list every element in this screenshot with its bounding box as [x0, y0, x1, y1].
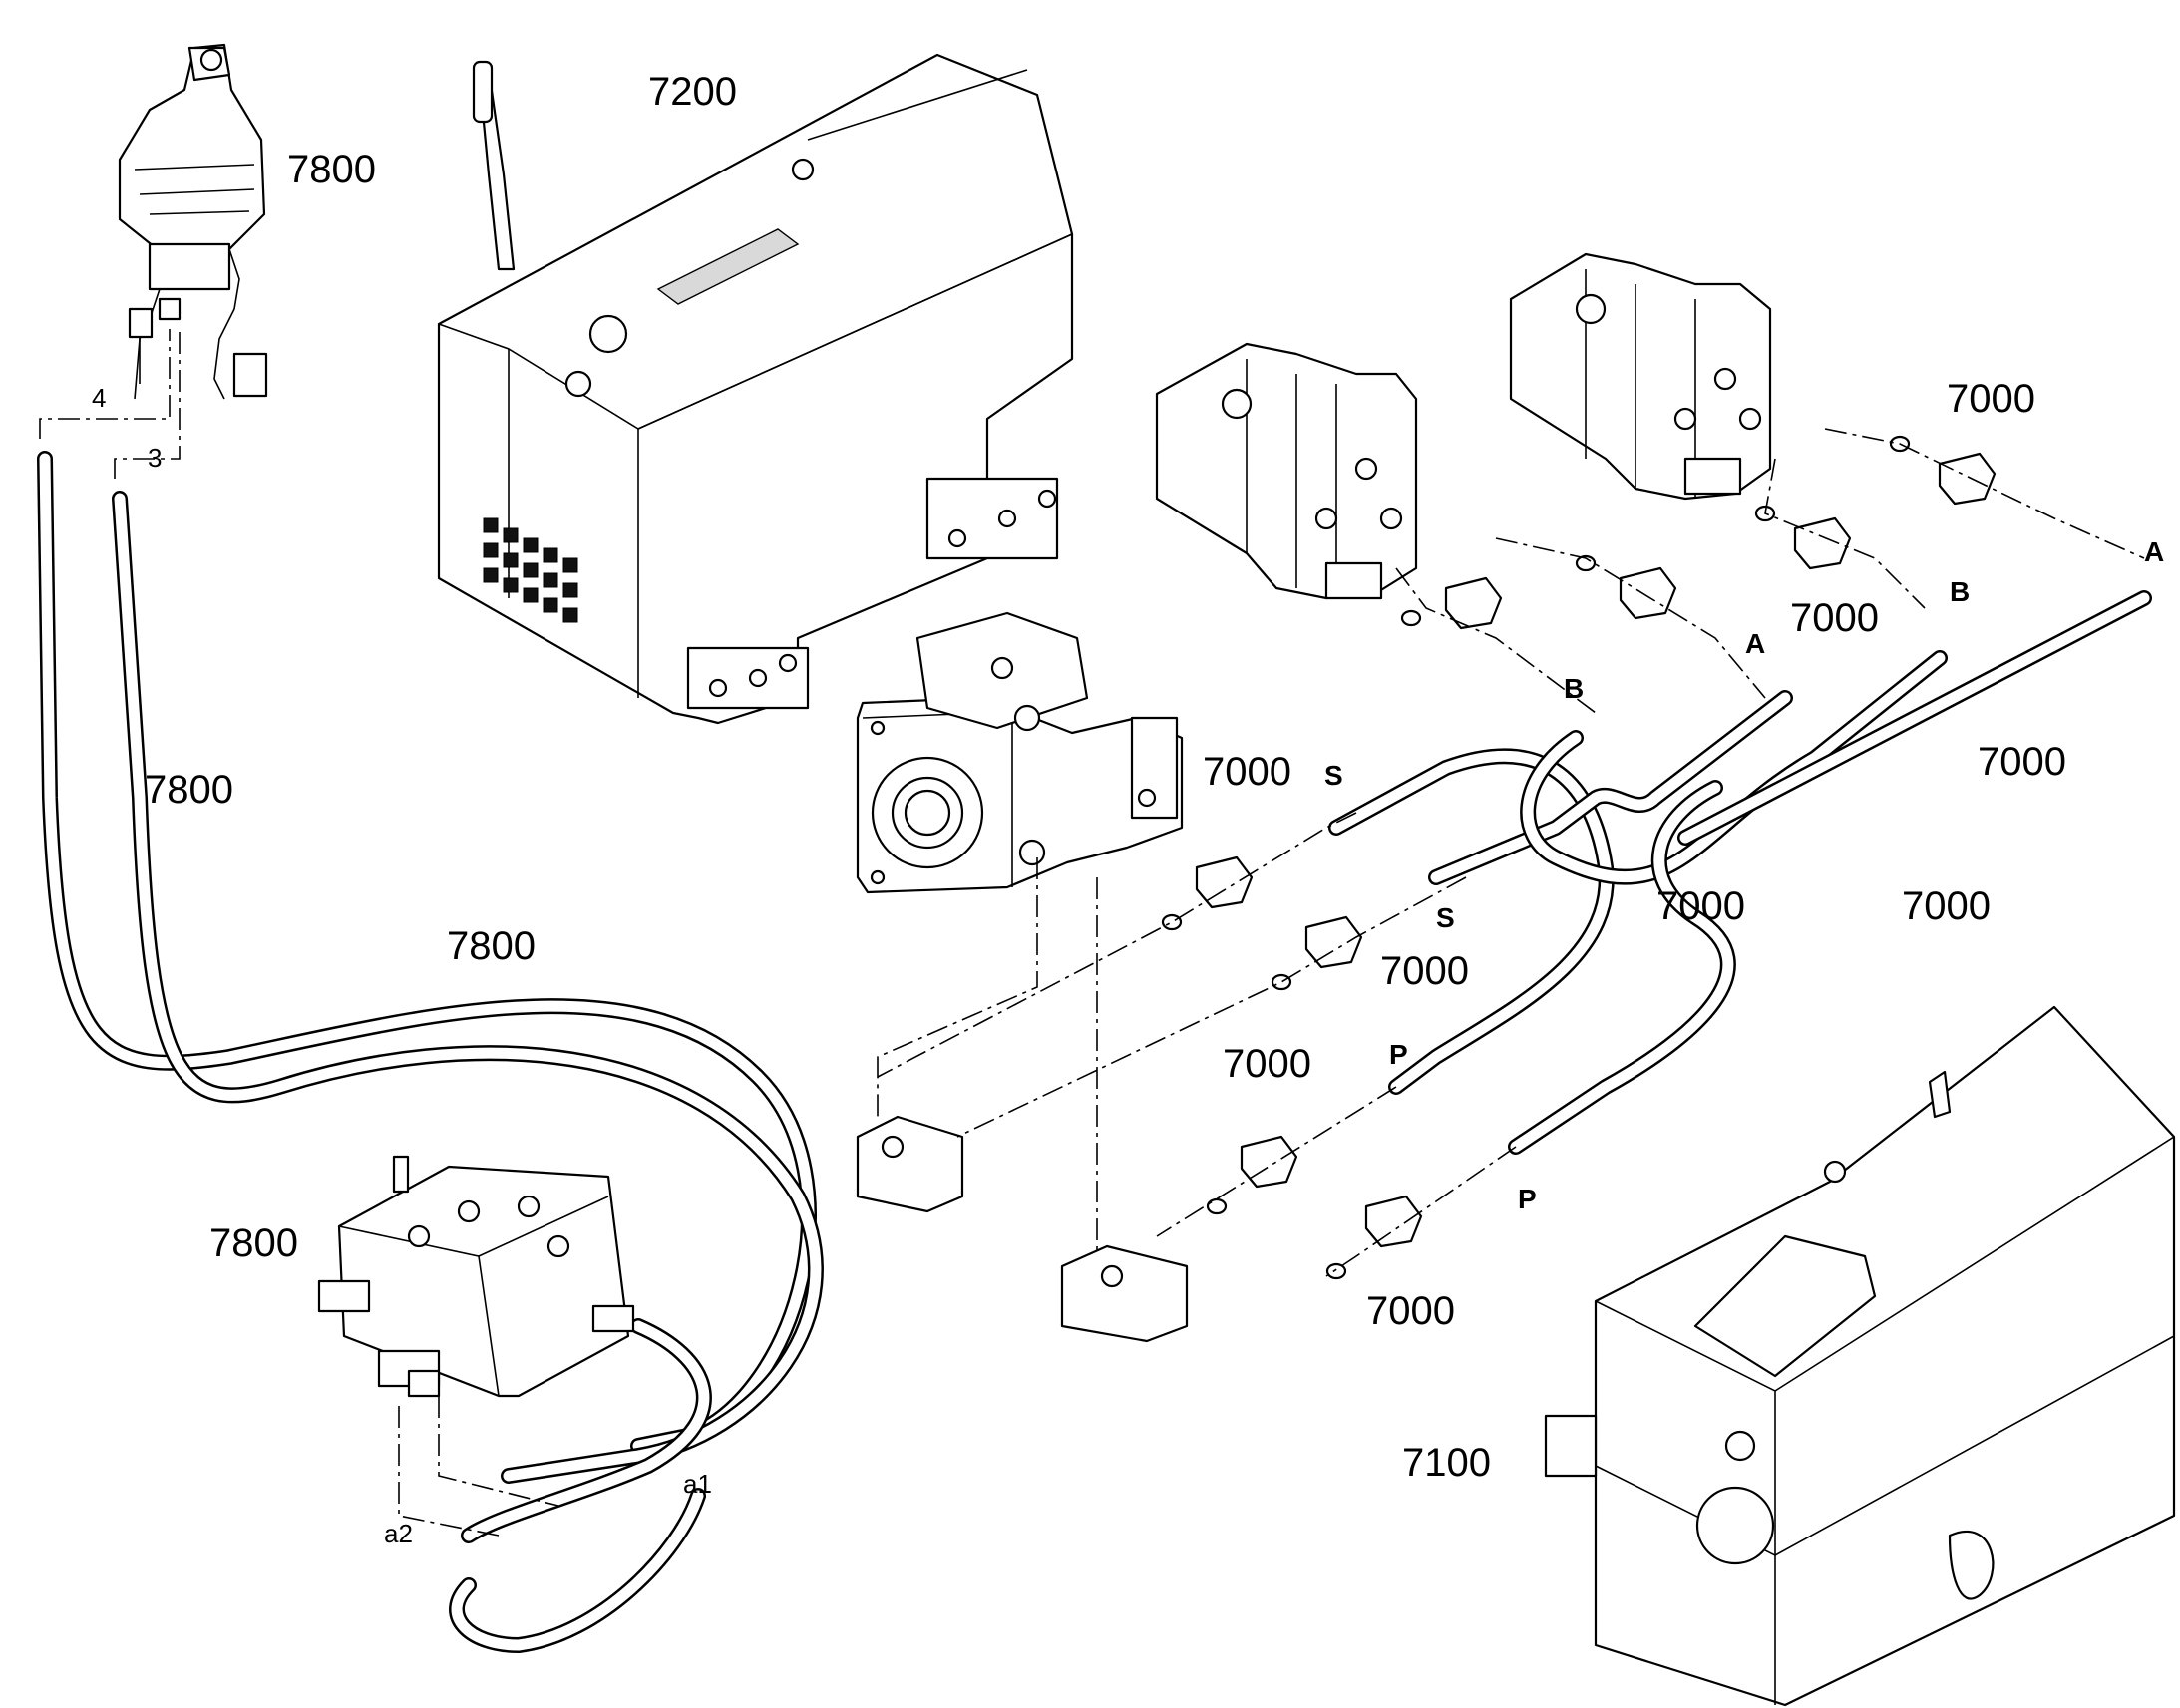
hose-lines-7800 — [37, 451, 824, 1653]
port-label-b2: B — [1564, 673, 1584, 704]
part-number-labels: 7200 7800 7800 7800 7800 7100 7000 7000 … — [145, 70, 2066, 1485]
label-7000-c: 7000 — [1978, 740, 2066, 784]
line-label-a2: a2 — [384, 1519, 413, 1548]
joystick — [118, 43, 268, 400]
label-7000-g: 7000 — [1380, 949, 1469, 993]
line-label-a1: a1 — [683, 1469, 712, 1499]
port-label-b1: B — [1950, 576, 1970, 607]
port-label-s1: S — [1324, 760, 1343, 791]
label-7200: 7200 — [648, 70, 737, 114]
label-7000-d: 7000 — [1203, 750, 1291, 794]
label-7000-e: 7000 — [1656, 884, 1745, 928]
label-7800-joystick: 7800 — [287, 148, 376, 191]
cab-console-unit — [437, 53, 1074, 725]
control-valve-block — [317, 1155, 635, 1398]
port-label-p1: P — [1389, 1039, 1408, 1070]
mounting-brackets — [856, 1115, 1189, 1343]
label-7800-hose-mid: 7800 — [447, 924, 536, 968]
label-7000-b: 7000 — [1790, 596, 1879, 640]
port-labels: A A B B S S P P — [1324, 536, 2164, 1214]
line-label-3: 3 — [148, 443, 162, 473]
hydraulic-tank — [1544, 1005, 2176, 1707]
port-label-s2: S — [1436, 902, 1455, 933]
label-7000-f: 7000 — [1902, 884, 1991, 928]
port-label-p2: P — [1518, 1184, 1537, 1214]
variable-displacement-pump — [856, 611, 1184, 894]
port-label-a2: A — [1745, 628, 1765, 659]
label-7000-a: 7000 — [1947, 377, 2035, 421]
label-7000-h: 7000 — [1223, 1042, 1311, 1086]
vent-grid — [483, 517, 578, 623]
hydraulic-motor-2 — [1509, 252, 1772, 501]
hydraulic-motor-1 — [1155, 342, 1418, 600]
label-7800-hose-left: 7800 — [145, 768, 233, 812]
label-7000-i: 7000 — [1366, 1289, 1455, 1333]
label-7800-valve: 7800 — [209, 1221, 298, 1265]
hose-lines-7000 — [1328, 590, 2152, 1155]
line-label-4: 4 — [92, 383, 106, 413]
line-labels: 4 3 a1 a2 — [92, 383, 712, 1548]
port-label-a1: A — [2144, 536, 2164, 567]
leader-lines — [39, 329, 2145, 1537]
label-7100: 7100 — [1402, 1441, 1491, 1485]
